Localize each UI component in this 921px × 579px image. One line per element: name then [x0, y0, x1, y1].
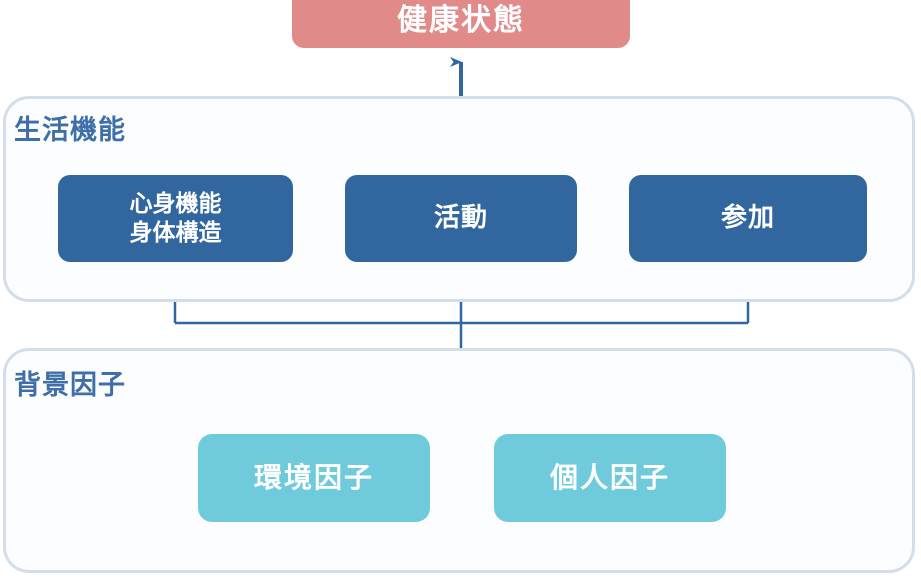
node-body-functions-structures[interactable]: 心身機能 身体構造	[58, 175, 293, 262]
node-body-functions-structures-line1: 心身機能	[129, 191, 222, 218]
node-activity-label: 活動	[433, 202, 488, 233]
panel-contextual	[3, 348, 915, 573]
node-participation-label: 参加	[720, 202, 775, 233]
node-health-condition-label: 健康状態	[397, 2, 525, 38]
node-health-condition[interactable]: 健康状態	[292, 0, 630, 48]
node-personal-factors[interactable]: 個人因子	[494, 434, 726, 522]
node-participation[interactable]: 参加	[629, 175, 867, 262]
node-environmental-factors-label: 環境因子	[253, 460, 374, 494]
node-activity[interactable]: 活動	[345, 175, 577, 262]
panel-functioning-label: 生活機能	[14, 115, 126, 146]
node-environmental-factors[interactable]: 環境因子	[198, 434, 430, 522]
node-personal-factors-label: 個人因子	[549, 460, 670, 494]
node-body-functions-structures-line2: 身体構造	[129, 219, 222, 246]
panel-contextual-label: 背景因子	[14, 370, 126, 401]
